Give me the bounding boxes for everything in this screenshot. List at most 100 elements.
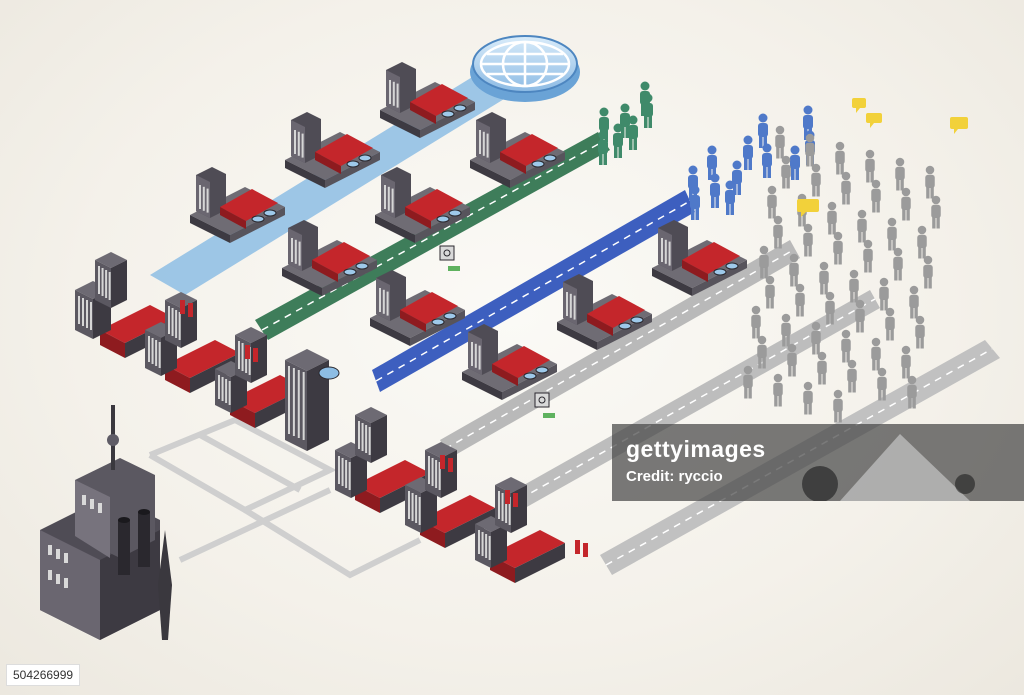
safe-icon (439, 245, 455, 261)
person-icon (917, 225, 927, 259)
globe-hub (470, 35, 580, 102)
office-building (95, 252, 127, 308)
crowd (598, 81, 941, 423)
person-icon (803, 223, 813, 257)
office-building (495, 477, 527, 533)
factory (40, 405, 172, 640)
warehouse-icon (462, 324, 557, 400)
person-icon (901, 345, 911, 379)
warehouse-icon (282, 220, 377, 296)
warehouse-icon (652, 220, 747, 296)
person-icon (907, 375, 917, 409)
watermark-logo (802, 434, 975, 501)
person-icon (871, 179, 881, 213)
person-icon (781, 313, 791, 347)
image-id: 504266999 (6, 664, 81, 686)
industrial-city (75, 252, 588, 583)
person-icon (743, 365, 753, 399)
person-icon (710, 173, 720, 208)
person-icon (789, 253, 799, 287)
person-icon (865, 149, 875, 183)
person-icon (688, 165, 698, 200)
person-icon (825, 291, 835, 325)
person-icon (773, 215, 783, 249)
safe-icon (534, 392, 550, 408)
person-icon (725, 180, 735, 215)
person-icon (835, 141, 845, 175)
road-green (255, 132, 610, 340)
person-icon (877, 367, 887, 401)
office-building (355, 407, 387, 463)
person-icon (759, 245, 769, 279)
person-icon (762, 143, 772, 178)
factory-icon (118, 509, 150, 575)
person-icon (871, 337, 881, 371)
warehouse-icon (285, 112, 380, 188)
person-icon (915, 315, 925, 349)
person-icon (863, 239, 873, 273)
person-icon (841, 171, 851, 205)
money-icon (448, 266, 460, 271)
person-icon (758, 113, 768, 148)
person-icon (931, 195, 941, 229)
warehouse-icon (190, 167, 285, 243)
person-icon (847, 359, 857, 393)
warehouse-icon (470, 112, 565, 188)
person-icon (743, 135, 753, 170)
person-icon (833, 231, 843, 265)
person-icon (901, 187, 911, 221)
person-icon (765, 275, 775, 309)
person-icon (787, 343, 797, 377)
person-icon (841, 329, 851, 363)
person-icon (817, 351, 827, 385)
warehouse-icon (375, 167, 470, 243)
person-icon (775, 125, 785, 159)
person-icon (827, 201, 837, 235)
office-building (405, 477, 437, 533)
person-icon (732, 160, 742, 195)
person-icon (849, 269, 859, 303)
person-icon (613, 123, 623, 158)
person-icon (893, 247, 903, 281)
person-icon (925, 165, 935, 199)
person-icon (855, 299, 865, 333)
watermark-credit: Credit: ryccio (626, 468, 723, 485)
person-icon (628, 115, 638, 150)
person-icon (811, 163, 821, 197)
person-icon (690, 185, 700, 220)
person-icon (781, 155, 791, 189)
speech-bubble-icon (950, 117, 968, 134)
person-icon (767, 185, 777, 219)
person-icon (643, 93, 653, 128)
road-blue (372, 190, 695, 392)
person-icon (598, 130, 608, 165)
person-icon (885, 307, 895, 341)
money-icon (543, 413, 555, 418)
person-icon (819, 261, 829, 295)
speech-bubble-icon (797, 199, 819, 217)
warehouse-icon (370, 270, 465, 346)
person-icon (887, 217, 897, 251)
person-icon (805, 133, 815, 167)
pipe-network (148, 392, 422, 579)
person-icon (833, 389, 843, 423)
warehouse-icon (380, 62, 475, 138)
person-icon (857, 209, 867, 243)
warehouse-icon (557, 274, 652, 350)
person-icon (751, 305, 761, 339)
person-icon (790, 145, 800, 180)
office-building (235, 327, 267, 383)
office-building (285, 349, 329, 451)
person-icon (923, 255, 933, 289)
globe-icon (479, 40, 571, 88)
speech-bubbles (797, 98, 968, 217)
person-icon (773, 373, 783, 407)
person-icon (795, 283, 805, 317)
watermark-brand: gettyimages (626, 436, 766, 462)
speech-bubble-icon (866, 113, 882, 128)
warehouses (190, 62, 747, 418)
person-icon (620, 103, 630, 138)
speech-bubble-icon (852, 98, 866, 113)
